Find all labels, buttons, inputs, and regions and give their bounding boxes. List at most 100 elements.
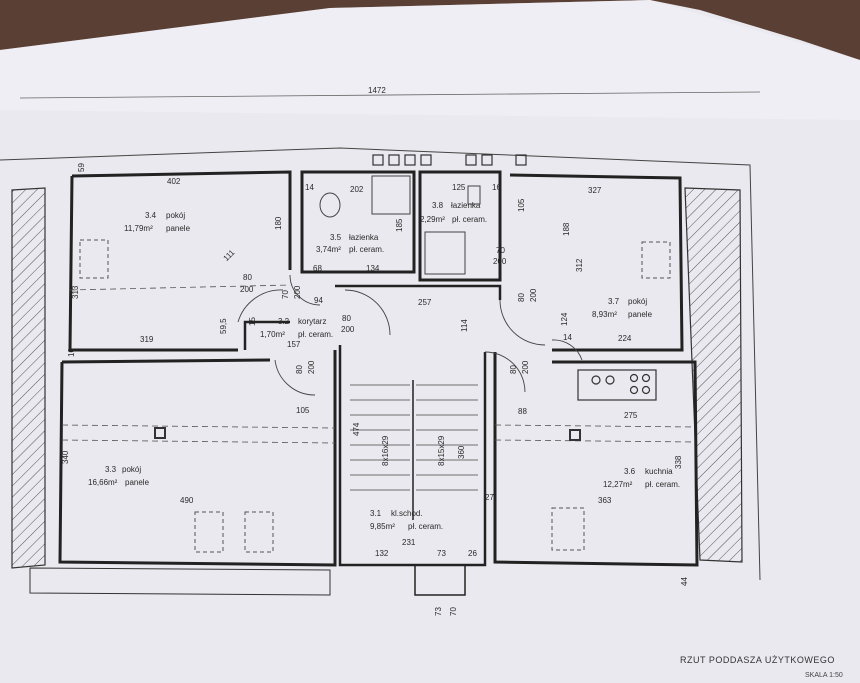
door-label: 80 200 xyxy=(517,288,538,302)
overall-width: 1472 xyxy=(368,86,386,95)
svg-text:363: 363 xyxy=(598,496,612,505)
svg-text:12,27m²: 12,27m² xyxy=(603,480,633,489)
svg-text:94: 94 xyxy=(314,296,323,305)
room-label-3-8: 3.8 łazienka 2,29m² pł. ceram. xyxy=(420,201,487,224)
svg-text:312: 312 xyxy=(575,258,584,272)
room-label-3-5: 3.5 łazienka 3,74m² pł. ceram. xyxy=(316,233,384,254)
plan-scale: SKALA 1:50 xyxy=(805,672,843,679)
svg-text:pokój: pokój xyxy=(122,465,141,474)
svg-text:132: 132 xyxy=(375,549,389,558)
svg-text:łazienka: łazienka xyxy=(349,233,379,242)
svg-text:490: 490 xyxy=(180,496,194,505)
svg-text:80: 80 xyxy=(517,293,526,302)
svg-text:80: 80 xyxy=(243,273,252,282)
svg-text:8x15x29: 8x15x29 xyxy=(437,435,446,466)
svg-text:pł. ceram.: pł. ceram. xyxy=(349,245,384,254)
svg-text:157: 157 xyxy=(287,340,301,349)
svg-text:8,93m²: 8,93m² xyxy=(592,310,617,319)
svg-text:134: 134 xyxy=(366,264,380,273)
room-3-7 xyxy=(509,173,684,352)
room-label-3-2: 3.2 korytarz 1,70m² pł. ceram. xyxy=(260,317,333,339)
room-3-5 xyxy=(300,170,416,274)
svg-text:3.7: 3.7 xyxy=(608,297,620,306)
svg-text:338: 338 xyxy=(674,455,683,469)
roof-slope-lines xyxy=(61,284,696,444)
stairwell xyxy=(338,345,487,596)
svg-text:200: 200 xyxy=(493,257,507,266)
svg-text:3,74m²: 3,74m² xyxy=(316,245,341,254)
room-label-3-1: 3.1 kl.schod. 9,85m² pł. ceram. xyxy=(370,509,443,531)
svg-text:200: 200 xyxy=(307,360,316,374)
svg-text:pł. ceram.: pł. ceram. xyxy=(408,522,443,531)
svg-text:59: 59 xyxy=(77,163,86,172)
door-labels: 80 200 70 200 70 200 80 200 80 200 80 20… xyxy=(240,246,538,374)
stair-treads xyxy=(350,384,478,491)
door-swings xyxy=(237,274,583,396)
svg-text:188: 188 xyxy=(562,222,571,236)
svg-text:313: 313 xyxy=(71,285,80,299)
svg-text:70: 70 xyxy=(281,290,290,299)
svg-text:59,5: 59,5 xyxy=(219,318,228,334)
svg-text:257: 257 xyxy=(418,298,432,307)
door-label: 80 200 xyxy=(509,360,530,374)
svg-text:1,70m²: 1,70m² xyxy=(260,330,285,339)
svg-text:70: 70 xyxy=(449,607,458,616)
door-label: 80 200 xyxy=(240,273,254,294)
room-label-3-7: 3.7 pokój 8,93m² panele xyxy=(592,297,653,319)
svg-text:pł. ceram.: pł. ceram. xyxy=(452,215,487,224)
svg-text:9,85m²: 9,85m² xyxy=(370,522,395,531)
svg-text:68: 68 xyxy=(313,264,322,273)
left-hatched-wall xyxy=(11,187,46,569)
door-label: 70 200 xyxy=(281,285,302,299)
room-label-3-6: 3.6 kuchnia 12,27m² pł. ceram. xyxy=(603,467,680,489)
svg-text:14: 14 xyxy=(305,183,314,192)
room-3-3 xyxy=(58,350,337,567)
svg-text:3.1: 3.1 xyxy=(370,509,382,518)
svg-text:185: 185 xyxy=(395,218,404,232)
svg-text:44: 44 xyxy=(680,577,689,586)
svg-text:pł. ceram.: pł. ceram. xyxy=(298,330,333,339)
kitchen-counter xyxy=(577,369,657,401)
svg-text:8x16x29: 8x16x29 xyxy=(381,435,390,466)
svg-text:14: 14 xyxy=(563,333,572,342)
svg-text:340: 340 xyxy=(61,450,70,464)
svg-text:124: 124 xyxy=(560,312,569,326)
svg-text:korytarz: korytarz xyxy=(298,317,326,326)
svg-text:70: 70 xyxy=(496,246,505,255)
svg-text:474: 474 xyxy=(352,422,361,436)
svg-text:105: 105 xyxy=(296,406,310,415)
svg-text:200: 200 xyxy=(240,285,254,294)
room-3-6 xyxy=(493,352,699,567)
door-label: 70 200 xyxy=(493,246,507,266)
bathroom-fixtures xyxy=(319,175,481,275)
svg-text:80: 80 xyxy=(509,365,518,374)
svg-text:114: 114 xyxy=(460,319,469,332)
room-3-4 xyxy=(68,170,292,352)
svg-text:200: 200 xyxy=(529,288,538,302)
dimension-labels: 402 180 111 313 319 59,5 10 14 202 185 6… xyxy=(61,163,689,616)
svg-text:3.8: 3.8 xyxy=(432,201,444,210)
svg-text:panele: panele xyxy=(628,310,653,319)
svg-text:3.4: 3.4 xyxy=(145,211,157,220)
door-label: 80 200 xyxy=(341,314,355,334)
svg-text:11,79m²: 11,79m² xyxy=(124,224,153,233)
svg-text:80: 80 xyxy=(295,365,304,374)
svg-text:16: 16 xyxy=(492,183,501,192)
room-3-8 xyxy=(418,170,502,282)
svg-text:105: 105 xyxy=(517,198,526,212)
svg-text:88: 88 xyxy=(518,407,527,416)
svg-text:200: 200 xyxy=(293,285,302,299)
svg-text:224: 224 xyxy=(618,334,632,343)
svg-text:pokój: pokój xyxy=(628,297,647,306)
svg-text:231: 231 xyxy=(402,538,416,547)
svg-text:2,29m²: 2,29m² xyxy=(420,215,445,224)
corridor xyxy=(243,284,502,350)
room-label-3-3: 3.3 pokój 16,66m² panele xyxy=(88,465,150,487)
bottom-hatched-strip xyxy=(29,567,331,596)
svg-text:16,66m²: 16,66m² xyxy=(88,478,118,487)
room-label-3-4: 3.4 pokój 11,79m² panele xyxy=(124,211,191,233)
svg-text:łazienka: łazienka xyxy=(451,201,481,210)
skylights xyxy=(79,239,671,553)
